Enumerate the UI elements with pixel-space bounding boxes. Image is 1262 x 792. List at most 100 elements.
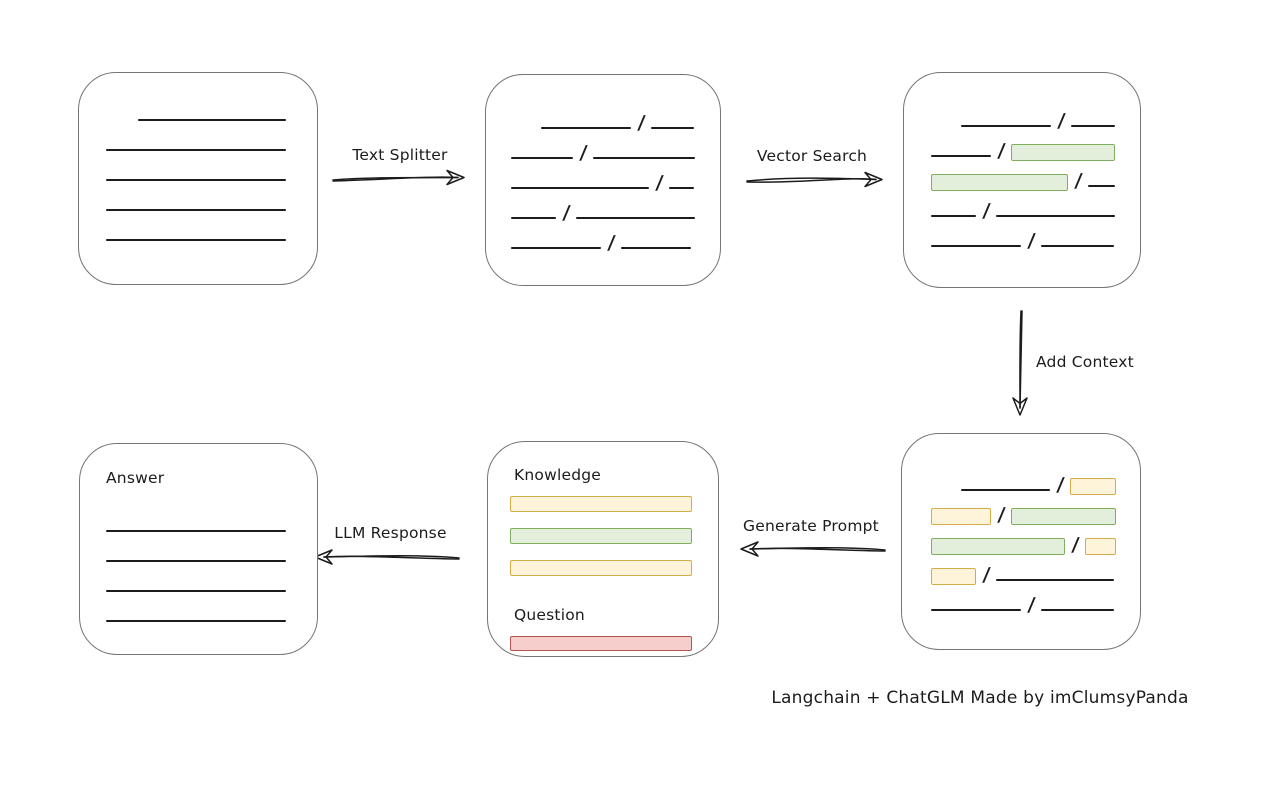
- text-row: [510, 496, 694, 528]
- yellow-highlight-bar: [931, 508, 991, 525]
- text-row: [106, 532, 286, 562]
- text-row: /: [511, 159, 695, 194]
- yellow-highlight-bar: [931, 568, 976, 585]
- green-highlight-bar: [931, 174, 1069, 191]
- slash-separator: /: [606, 232, 617, 254]
- text-line: [1040, 245, 1114, 247]
- text-line: [541, 127, 631, 129]
- llm-response-arrow-icon: [314, 549, 460, 565]
- text-line: [511, 187, 649, 189]
- answer-lines: [106, 502, 286, 622]
- text-splitter-label: Text Splitter: [352, 146, 448, 164]
- text-row: [106, 181, 291, 211]
- question-label: Question: [514, 606, 585, 624]
- text-line: [511, 157, 573, 159]
- text-row: /: [511, 189, 695, 224]
- split-chunks-lines: /////: [486, 75, 720, 254]
- text-line: [106, 149, 286, 151]
- text-row: [510, 560, 694, 592]
- text-line: [931, 609, 1021, 611]
- text-line: [106, 620, 286, 622]
- text-row: /: [931, 157, 1115, 192]
- text-row: /: [931, 217, 1115, 252]
- text-row: [106, 211, 291, 241]
- text-row: [106, 121, 291, 151]
- text-row: [106, 502, 286, 532]
- text-line: [995, 215, 1115, 217]
- text-line: [106, 590, 286, 592]
- slash-separator: /: [996, 140, 1007, 162]
- text-line: [106, 179, 286, 181]
- green-highlight-bar: [1010, 508, 1116, 525]
- vector-matches-lines: /////: [904, 73, 1140, 252]
- yellow-highlight-bar: [1084, 538, 1116, 555]
- text-line: [106, 530, 286, 532]
- text-line: [931, 155, 991, 157]
- slash-separator: /: [1026, 230, 1037, 252]
- prompt-box: Knowledge Question: [487, 441, 719, 657]
- generate-prompt-label: Generate Prompt: [743, 517, 879, 535]
- answer-box: Answer: [79, 443, 318, 655]
- text-line: [106, 239, 286, 241]
- text-line: [106, 560, 286, 562]
- text-line: [650, 127, 694, 129]
- text-line: [511, 247, 601, 249]
- text-row: /: [511, 129, 695, 164]
- green-highlight-bar: [510, 528, 692, 544]
- text-row: /: [931, 127, 1115, 162]
- text-line: [620, 247, 691, 249]
- slash-separator: /: [996, 504, 1006, 526]
- vector-matches-box: /////: [903, 72, 1141, 288]
- source-document-box: [78, 72, 318, 285]
- text-line: [1040, 609, 1114, 611]
- source-document-lines: [79, 73, 317, 241]
- text-row: /: [931, 521, 1116, 556]
- red-highlight-bar: [510, 636, 692, 651]
- add-context-label: Add Context: [1036, 353, 1134, 371]
- green-highlight-bar: [931, 538, 1065, 555]
- vector-search-label: Vector Search: [756, 147, 868, 165]
- answer-label: Answer: [106, 469, 165, 487]
- yellow-highlight-bar: [1070, 478, 1116, 495]
- text-row: /: [931, 97, 1115, 132]
- text-line: [511, 217, 556, 219]
- knowledge-bars: [510, 496, 694, 592]
- text-row: [106, 151, 291, 181]
- text-line: [1070, 125, 1115, 127]
- text-row: /: [931, 551, 1116, 586]
- text-line: [668, 187, 694, 189]
- text-row: /: [511, 219, 695, 254]
- text-line: [1088, 185, 1115, 187]
- text-row: /: [931, 187, 1115, 222]
- text-line: [138, 119, 286, 121]
- text-row: [510, 528, 694, 560]
- text-row: /: [931, 491, 1116, 526]
- text-line: [575, 217, 695, 219]
- text-line: [995, 579, 1114, 581]
- slash-separator: /: [561, 202, 571, 224]
- add-context-arrow-icon: [1012, 310, 1028, 416]
- green-highlight-bar: [1010, 144, 1115, 161]
- llm-response-label: LLM Response: [334, 524, 447, 542]
- text-line: [931, 215, 976, 217]
- generate-prompt-arrow-icon: [740, 541, 886, 557]
- slash-separator: /: [1026, 594, 1037, 616]
- text-row: [106, 91, 291, 121]
- text-row: [106, 592, 286, 622]
- text-line: [961, 125, 1051, 127]
- knowledge-label: Knowledge: [514, 466, 602, 484]
- text-row: /: [931, 581, 1116, 616]
- yellow-highlight-bar: [510, 496, 692, 512]
- text-line: [106, 209, 286, 211]
- split-chunks-box: /////: [485, 74, 721, 286]
- slash-separator: /: [981, 200, 991, 222]
- context-chunks-box: /////: [901, 433, 1141, 650]
- text-row: /: [931, 461, 1116, 496]
- text-row: /: [511, 99, 695, 134]
- slash-separator: /: [578, 142, 588, 164]
- vector-search-arrow-icon: [746, 171, 883, 188]
- text-row: [510, 636, 694, 668]
- context-chunks-lines: /////: [902, 434, 1140, 616]
- text-splitter-arrow-icon: [332, 169, 465, 186]
